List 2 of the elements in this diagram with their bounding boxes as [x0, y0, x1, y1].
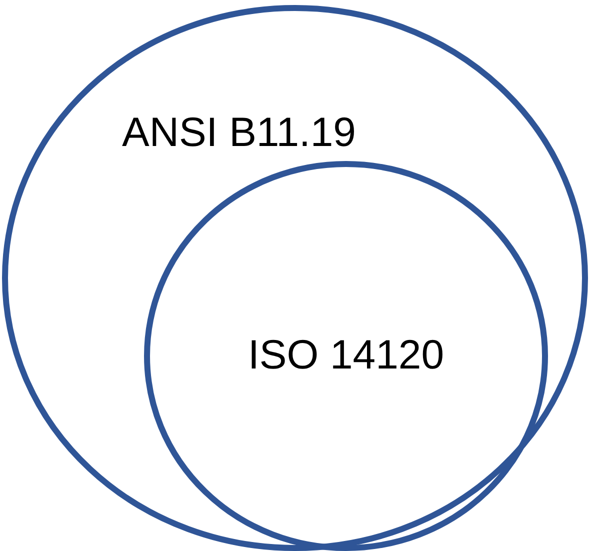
standard-label: ISO 14120 [248, 332, 444, 378]
standard-label: ANSI B11.19 [122, 109, 356, 156]
